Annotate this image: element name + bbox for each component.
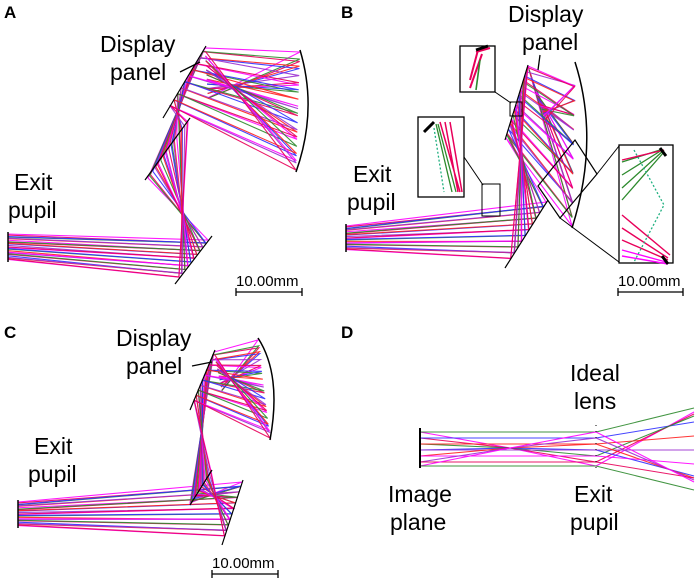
image-plane-label2: plane <box>390 509 446 535</box>
panel-letter-c: C <box>4 323 16 342</box>
fold-surface-a3 <box>174 235 213 285</box>
ray <box>7 55 297 274</box>
curved-surface-b <box>571 61 588 229</box>
scale-label-c: 10.00mm <box>212 555 275 572</box>
panel-d: D Ideal lens Image plane Exit pupil <box>341 323 695 535</box>
ideal-lens-label2: lens <box>574 388 616 414</box>
scale-bar-c <box>211 570 279 578</box>
exit-pupil-label-d2: pupil <box>570 509 619 535</box>
display-panel-label-a2: panel <box>110 59 166 85</box>
ray <box>419 447 695 477</box>
fold-surface-a2 <box>144 117 191 181</box>
panel-letter-a: A <box>4 3 16 22</box>
scale-bar-b <box>617 288 684 296</box>
ray <box>419 443 695 479</box>
exit-pupil-label-d: Exit <box>574 481 613 507</box>
ray <box>7 50 297 278</box>
display-pointer-a <box>179 61 201 73</box>
ray <box>420 421 695 439</box>
display-pointer-b <box>537 54 541 71</box>
display-panel-label-b: Display <box>508 1 584 27</box>
exit-pupil-label-b2: pupil <box>347 189 396 215</box>
curved-surface-c <box>257 337 275 441</box>
ray <box>419 411 695 467</box>
display-panel-label-c: Display <box>116 325 192 351</box>
display-panel-label-c2: panel <box>126 353 182 379</box>
fold-surface-c2 <box>189 469 213 506</box>
panel-b: B Display panel Exit pupil <box>341 1 684 296</box>
fold-surface-a1 <box>162 45 207 119</box>
ray <box>7 69 299 256</box>
curved-surface-a <box>295 49 309 173</box>
panel-letter-b: B <box>341 3 353 22</box>
ray <box>419 413 695 463</box>
zoom-inset-top <box>459 44 523 117</box>
ideal-lens-label: Ideal <box>570 360 620 386</box>
scale-label-a: 10.00mm <box>236 273 299 290</box>
display-panel-label-b2: panel <box>522 29 578 55</box>
exit-pupil-label-a: Exit <box>14 169 53 195</box>
display-panel-label-a: Display <box>100 31 176 57</box>
ray-bundle-c <box>17 339 272 537</box>
ray <box>17 354 272 537</box>
fold-surface-c3 <box>221 479 244 546</box>
image-plane-label: Image <box>388 481 452 507</box>
exit-pupil-label-a2: pupil <box>8 197 57 223</box>
ray-bundle-a <box>7 47 301 278</box>
panel-letter-d: D <box>341 323 353 342</box>
ray <box>17 357 271 531</box>
ray-bundle-d <box>419 407 695 491</box>
panel-c: C Display panel Exit pupil 10.00mm <box>4 323 279 578</box>
display-pointer-c <box>191 361 213 367</box>
scale-bar-a <box>235 288 303 296</box>
ray <box>419 415 695 457</box>
ray <box>419 431 695 483</box>
scale-label-b: 10.00mm <box>618 273 681 290</box>
panel-a: A Display panel Exit pupil 10.00mm <box>4 3 309 296</box>
ray <box>7 68 299 255</box>
exit-pupil-label-b: Exit <box>353 161 392 187</box>
zoom-inset-left <box>417 116 501 217</box>
ray <box>420 461 695 479</box>
ray <box>419 437 695 481</box>
fold-surface-b2 <box>504 199 549 269</box>
exit-pupil-label-c2: pupil <box>28 461 77 487</box>
fold-surface-c1 <box>189 349 216 411</box>
ray <box>420 465 695 491</box>
exit-pupil-label-c: Exit <box>34 433 73 459</box>
zoom-inset-right <box>537 138 674 265</box>
